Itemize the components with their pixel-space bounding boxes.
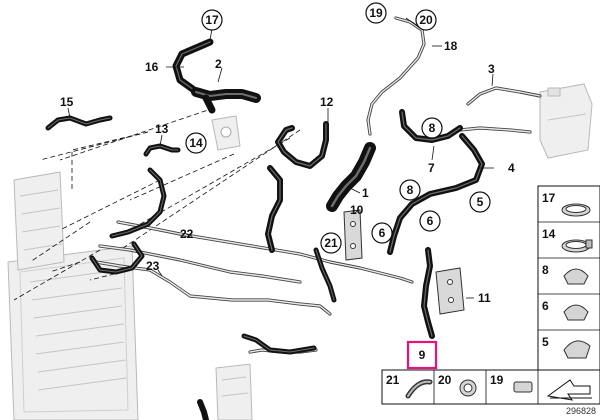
hose-left-mid xyxy=(109,167,167,239)
diagram-number: 296828 xyxy=(566,406,596,416)
leader-lines xyxy=(67,17,494,299)
pipe-18 xyxy=(366,16,426,136)
svg-text:6: 6 xyxy=(542,299,549,313)
hose-16 xyxy=(172,38,214,94)
callout-6-right: 6 xyxy=(419,210,441,232)
callout-7: 7 xyxy=(428,161,435,175)
svg-text:5: 5 xyxy=(477,195,484,209)
callout-6-left: 6 xyxy=(371,222,393,244)
callout-16: 16 xyxy=(145,60,159,74)
hose-lower-left xyxy=(89,241,145,275)
callout-20: 20 xyxy=(415,9,437,31)
callout-22: 22 xyxy=(180,227,194,241)
thermostat-bracket-ghost xyxy=(211,115,241,151)
svg-text:8: 8 xyxy=(542,263,549,277)
callout-13: 13 xyxy=(155,122,169,136)
callouts-circled: 17 19 20 14 8 8 5 6 6 21 xyxy=(185,2,491,254)
legend-column: 17 14 8 6 5 xyxy=(537,185,600,371)
legend-item-20: 20 xyxy=(438,373,477,397)
callout-18: 18 xyxy=(444,39,458,53)
svg-text:8: 8 xyxy=(407,183,414,197)
pipe-4 xyxy=(458,126,532,134)
legend-bottom-row: 21 20 19 xyxy=(381,369,600,405)
callout-11: 11 xyxy=(478,291,491,305)
svg-text:19: 19 xyxy=(369,6,383,20)
radiator-ghost xyxy=(7,245,139,420)
callout-1: 1 xyxy=(362,186,369,200)
svg-text:19: 19 xyxy=(490,373,504,387)
hose-1 xyxy=(326,142,376,212)
svg-text:20: 20 xyxy=(419,13,433,27)
expansion-tank-ghost xyxy=(539,83,593,159)
svg-text:14: 14 xyxy=(189,136,203,150)
callout-9-highlighted: 9 xyxy=(406,340,438,370)
arrow-icon xyxy=(546,379,592,401)
callouts-plain: 1 2 3 4 7 10 11 12 13 15 16 18 22 23 xyxy=(60,39,515,305)
hose-5 xyxy=(387,133,485,255)
svg-text:6: 6 xyxy=(427,214,434,228)
legend-item-21: 21 xyxy=(386,373,433,399)
svg-text:21: 21 xyxy=(324,236,338,250)
svg-text:17: 17 xyxy=(542,191,556,205)
hose-bottom xyxy=(197,399,209,420)
callout-23: 23 xyxy=(146,259,160,273)
svg-text:14: 14 xyxy=(542,227,556,241)
svg-text:20: 20 xyxy=(438,373,452,387)
hose-13 xyxy=(143,143,181,157)
callout-17: 17 xyxy=(201,9,223,31)
hose-15 xyxy=(45,115,113,131)
svg-text:8: 8 xyxy=(429,121,436,135)
callout-8-lower: 8 xyxy=(399,179,421,201)
hose-center xyxy=(265,165,283,253)
callout-12: 12 xyxy=(320,95,334,109)
hose-right-mid xyxy=(313,247,337,303)
hose-7 xyxy=(399,109,463,143)
legend-item-5: 5 xyxy=(542,335,591,359)
callout-10: 10 xyxy=(350,203,364,217)
callout-21: 21 xyxy=(320,232,342,254)
svg-text:9: 9 xyxy=(419,348,426,362)
legend-item-14: 14 xyxy=(542,227,593,253)
hose-2 xyxy=(191,87,261,114)
callout-19: 19 xyxy=(365,2,387,24)
hose-lower-right xyxy=(241,333,317,355)
callout-15: 15 xyxy=(60,95,74,109)
callout-8-upper: 8 xyxy=(421,117,443,139)
legend-item-8: 8 xyxy=(542,263,589,285)
hose-9 xyxy=(421,247,435,339)
callout-2: 2 xyxy=(215,57,222,71)
callout-5: 5 xyxy=(469,191,491,213)
svg-text:21: 21 xyxy=(386,373,400,387)
bracket-10 xyxy=(343,209,363,261)
svg-text:5: 5 xyxy=(542,335,549,349)
bracket-11 xyxy=(435,267,465,315)
svg-text:6: 6 xyxy=(379,226,386,240)
legend-item-19: 19 xyxy=(490,373,533,393)
legend-item-6: 6 xyxy=(542,299,589,321)
callout-4: 4 xyxy=(508,161,515,175)
svg-text:17: 17 xyxy=(205,13,219,27)
hose-12 xyxy=(275,121,329,169)
pipe-23b xyxy=(98,244,302,284)
pipe-22 xyxy=(116,220,414,284)
highlight-box xyxy=(406,340,438,370)
pipe-3 xyxy=(466,86,542,106)
callout-3: 3 xyxy=(488,62,495,76)
installation-dashed-lines xyxy=(13,107,301,301)
aux-radiator-ghost xyxy=(13,171,65,271)
legend-item-17: 17 xyxy=(542,191,591,217)
lower-cooler-ghost xyxy=(215,363,253,420)
callout-14: 14 xyxy=(185,132,207,154)
